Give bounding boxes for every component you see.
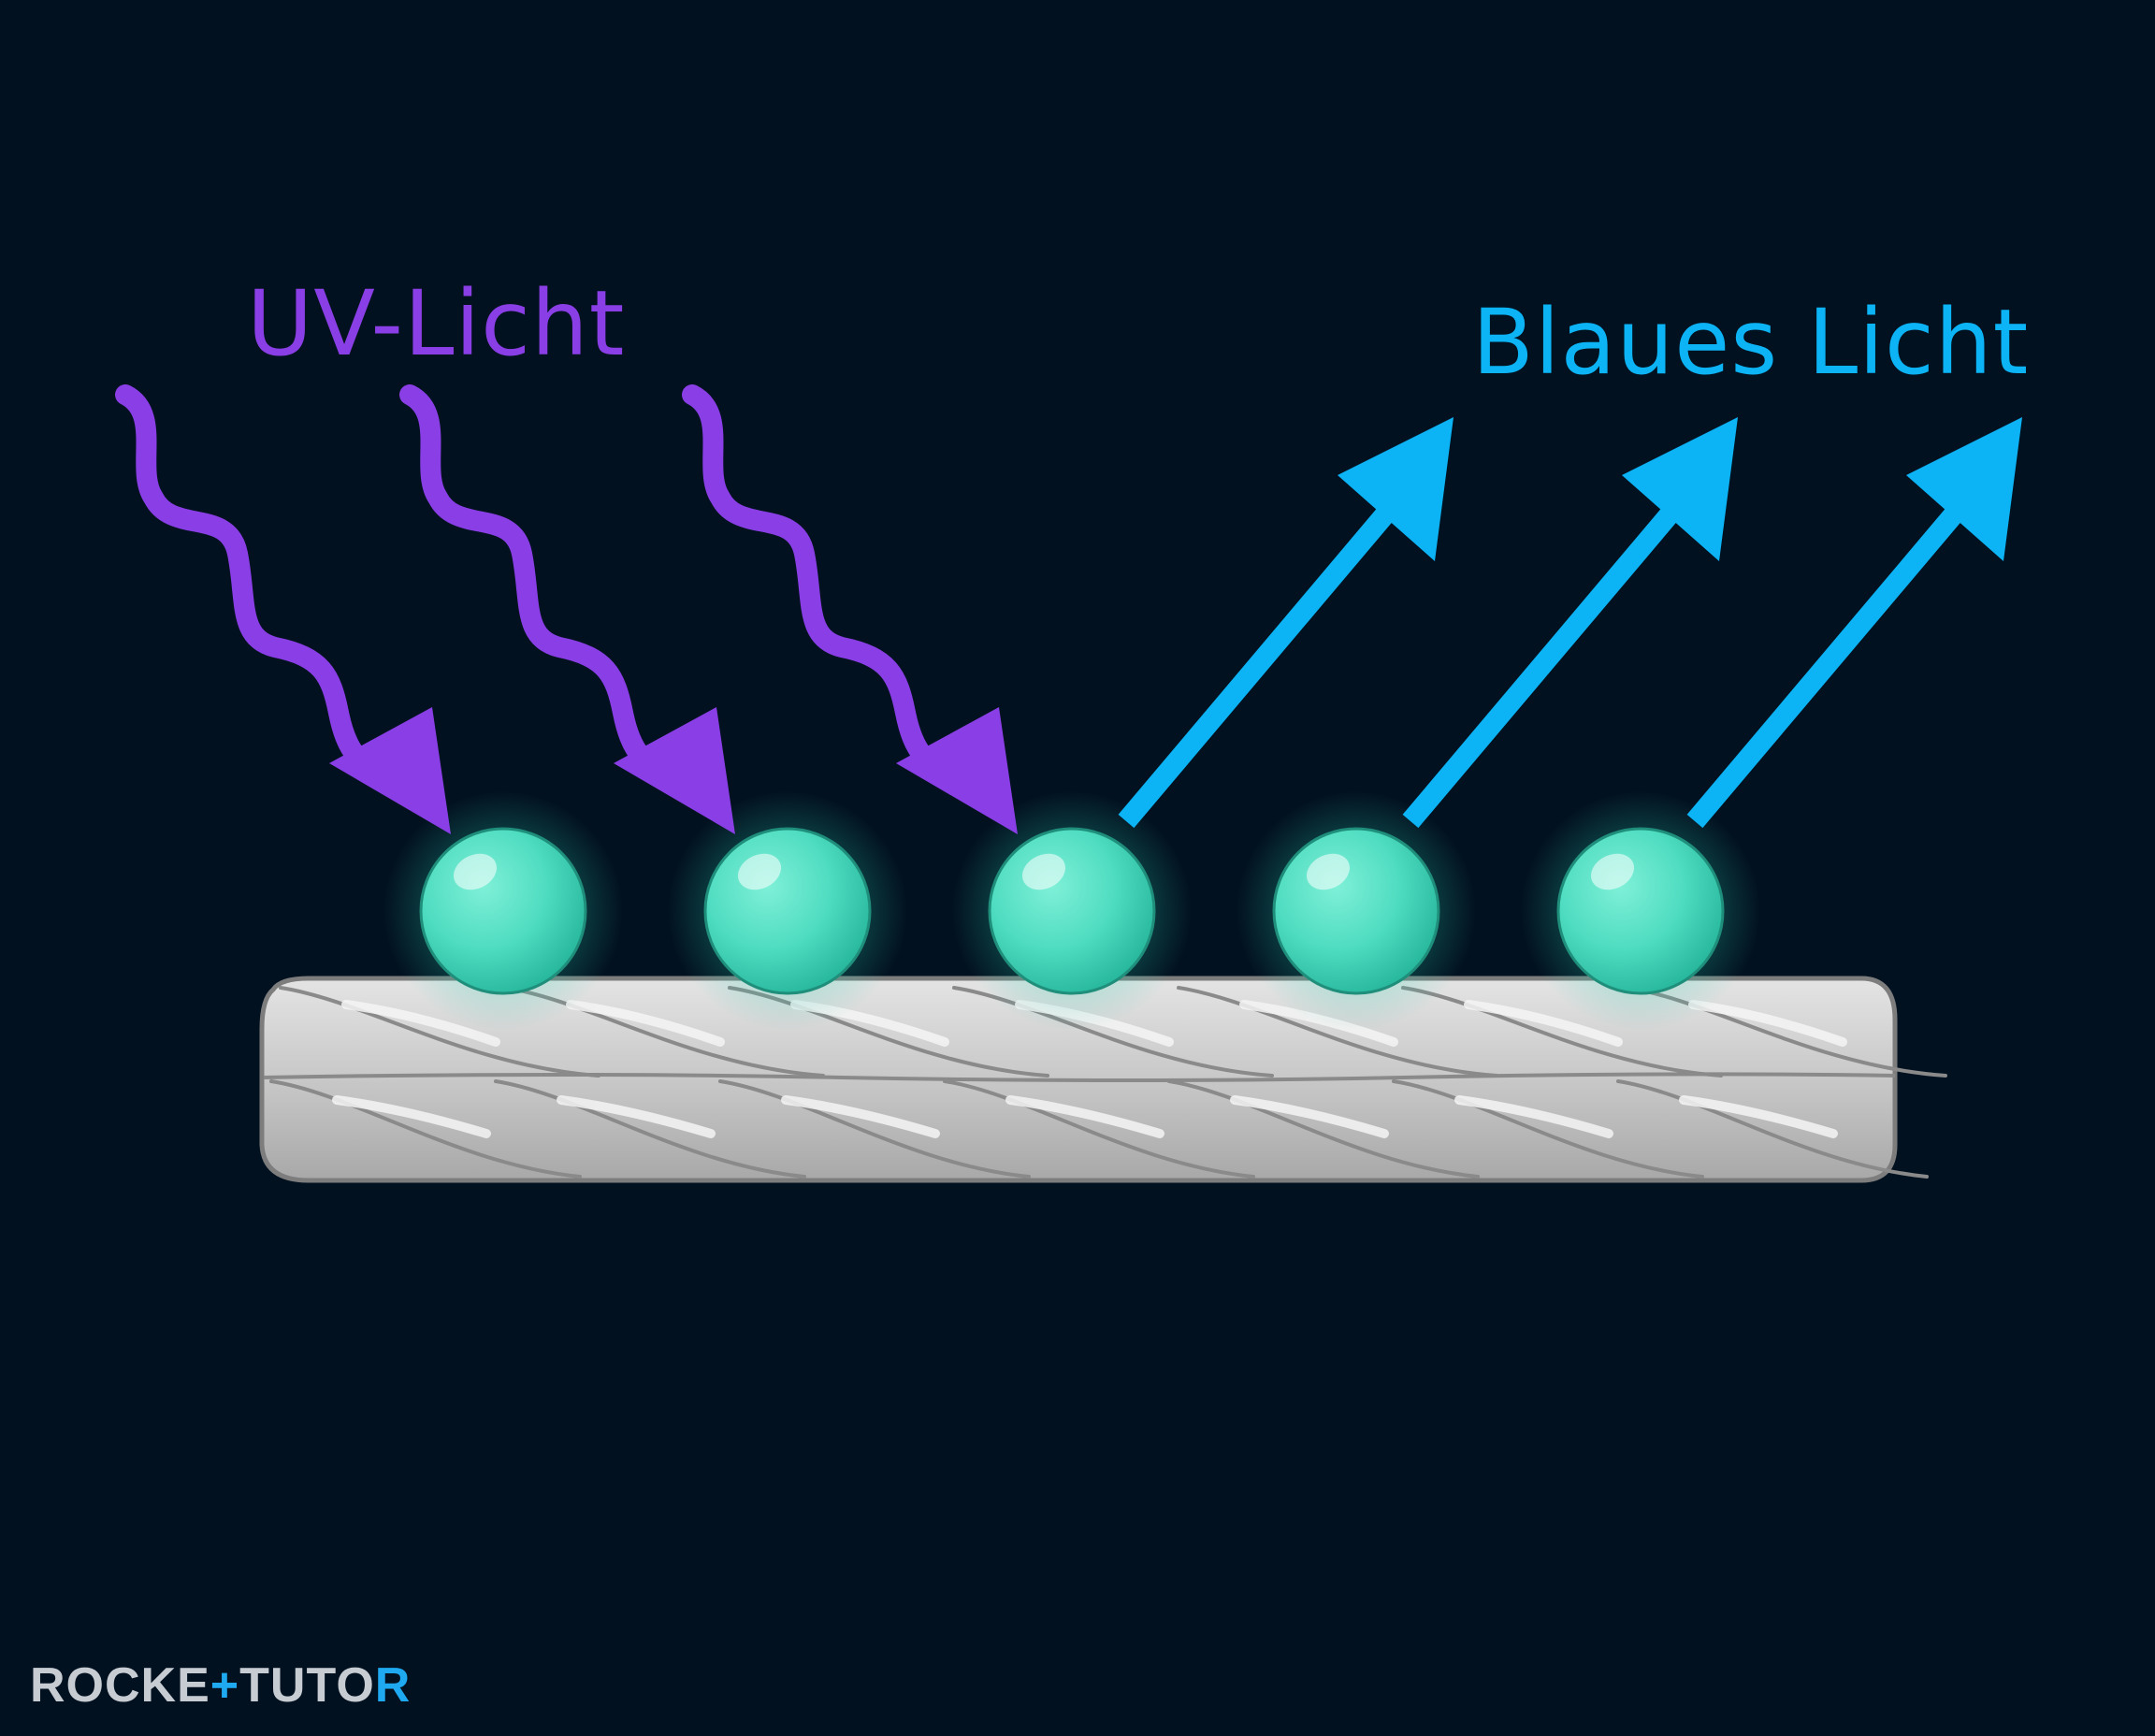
uv-light-label: UV-Licht — [247, 271, 626, 376]
fiber-twist-line — [494, 1079, 806, 1179]
blue-arrow-shaft — [1402, 501, 1683, 829]
fluorescent-particles — [383, 791, 1760, 1031]
fiber-twist-line — [943, 1079, 1255, 1179]
fluorescent-particle — [1556, 827, 1725, 995]
blue-arrow-head — [1622, 417, 1738, 561]
uv-light-arrows — [115, 384, 1018, 834]
uv-wave-line — [682, 384, 974, 788]
blue-light-arrows — [1118, 417, 2022, 829]
uv-arrow-head — [896, 707, 1018, 834]
fiber-highlight — [1464, 1000, 1623, 1047]
fiber-highlight — [1005, 1095, 1164, 1138]
fluorescent-particle — [988, 827, 1156, 995]
particle-highlight — [1306, 853, 1351, 890]
logo-part-3: R — [374, 1658, 412, 1713]
particle-highlight — [1021, 853, 1066, 890]
blue-arrow-shaft — [1686, 501, 1967, 829]
fiber-highlight — [566, 1000, 725, 1047]
fiber-twist-line — [279, 986, 600, 1078]
fiber-twist-line — [269, 1079, 582, 1179]
particle-highlight — [737, 853, 782, 890]
fiber-twist-line — [1392, 1079, 1704, 1179]
fiber-highlight — [781, 1095, 940, 1138]
blue-light-label: Blaues Licht — [1472, 290, 2030, 395]
fiber-highlight — [557, 1095, 716, 1138]
uv-wave-line — [399, 384, 691, 788]
fiber-highlight — [332, 1095, 491, 1138]
blue-arrow-shaft — [1118, 501, 1398, 829]
fluorescent-particle — [419, 827, 587, 995]
uv-arrow-head — [614, 707, 735, 834]
fluorescent-particle — [703, 827, 872, 995]
fiber — [259, 976, 1947, 1183]
rocketutor-logo: ROCKE+TUTOR — [30, 1661, 411, 1710]
fiber-highlight — [1679, 1095, 1838, 1138]
uv-arrow-head — [329, 707, 451, 834]
particle-highlight — [453, 853, 498, 890]
uv-wave-line — [115, 384, 407, 788]
particle-highlight — [1590, 853, 1635, 890]
fiber-highlight — [341, 1000, 500, 1047]
fiber-twist-line — [1616, 1079, 1929, 1179]
fiber-highlight — [1230, 1095, 1389, 1138]
fiber-twist-line — [718, 1079, 1031, 1179]
blue-arrow-head — [1906, 417, 2022, 561]
fiber-highlight — [1688, 1000, 1847, 1047]
fluorescent-particle — [1272, 827, 1440, 995]
fiber-twist-line — [1177, 986, 1498, 1078]
logo-part-1: ROCKE — [30, 1658, 210, 1713]
logo-part-2: TUTO — [239, 1658, 375, 1713]
fiber-highlight — [1454, 1095, 1613, 1138]
fiber-twist-line — [1167, 1079, 1480, 1179]
blue-arrow-head — [1338, 417, 1454, 561]
logo-plus-mark: + — [210, 1658, 240, 1713]
